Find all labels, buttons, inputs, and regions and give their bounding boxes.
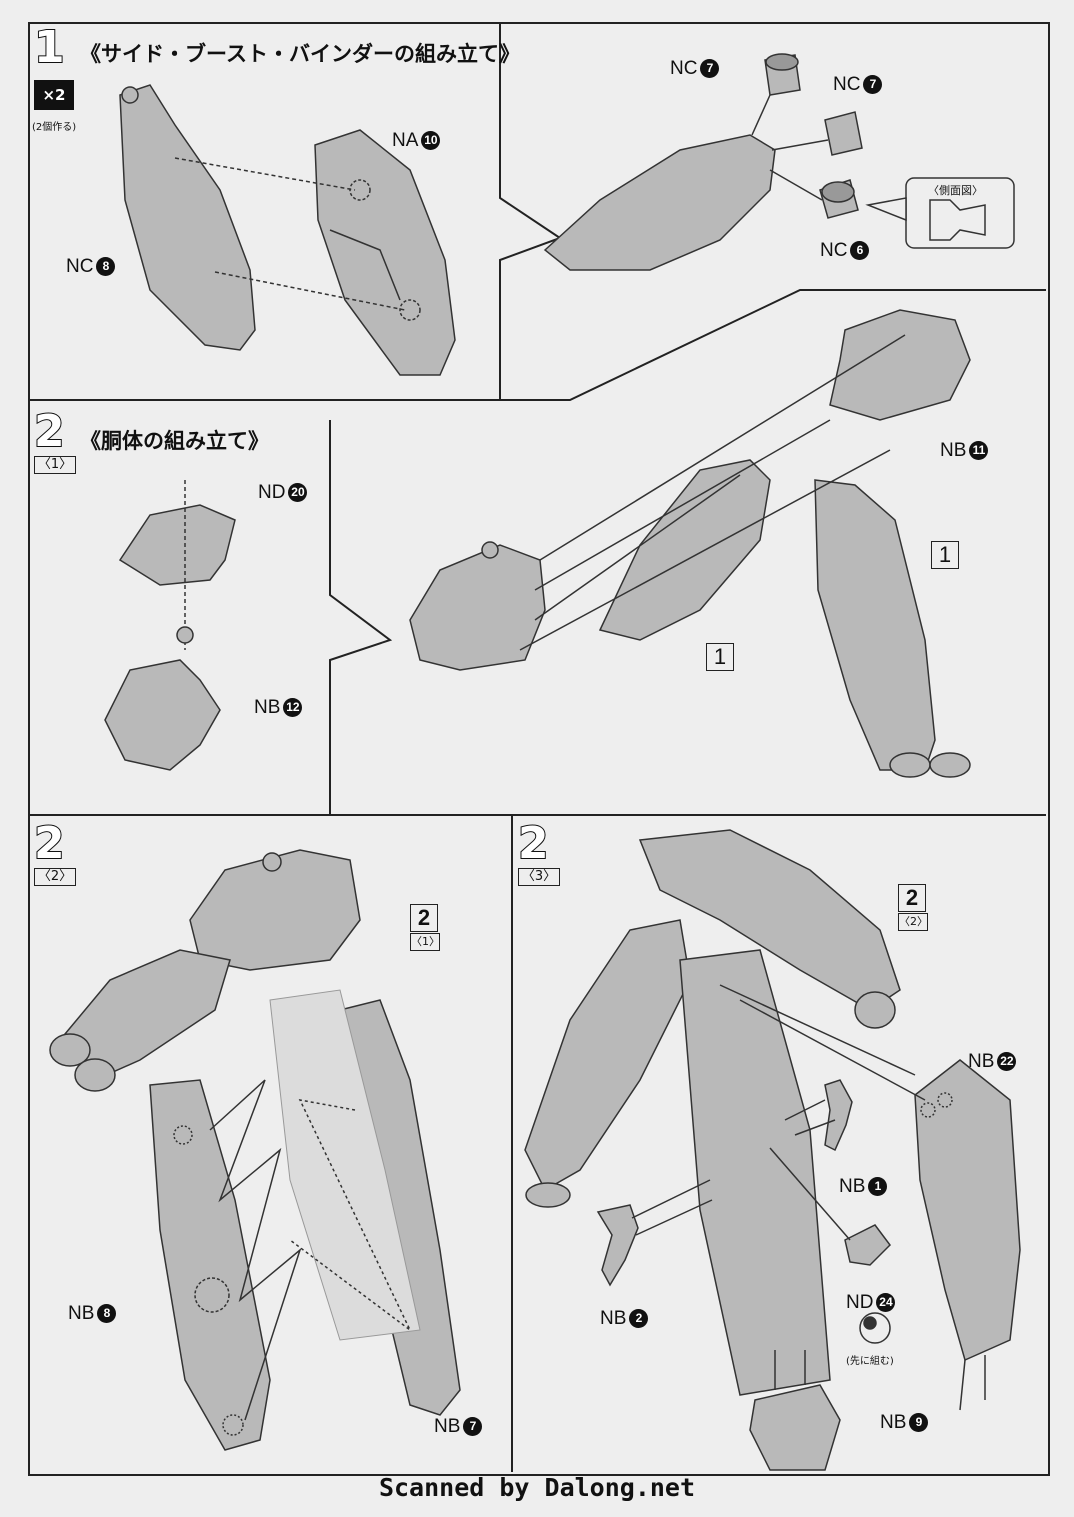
ref-box-step1-b: 1 [931, 541, 959, 569]
binder-assembled [543, 134, 776, 271]
step2-3-number: 2 [517, 818, 550, 869]
nc8-part [119, 84, 256, 351]
nb12-part [104, 659, 221, 771]
step1-number: 1 [33, 22, 66, 73]
binder-right [814, 479, 936, 771]
nc7-nozzle-b [824, 111, 863, 156]
ref-step2-1-number: 2 [410, 904, 438, 932]
nd20-part [118, 504, 236, 586]
step2-1-title: 《胴体の組み立て》 [80, 429, 269, 453]
step2-2-sub: 〈2〉 [34, 868, 76, 886]
ref-step2-2-sub: 〈2〉 [898, 913, 928, 931]
nb11-part [829, 309, 971, 421]
torso-part [409, 544, 546, 671]
nb9-part [749, 1384, 841, 1471]
binder-left [598, 459, 771, 641]
step1-title: 《サイド・ブースト・バインダーの組み立て》 [80, 42, 520, 66]
step2-1-number: 2 [33, 406, 66, 457]
nb8-part [149, 1079, 271, 1451]
step2-1-sub: 〈1〉 [34, 456, 76, 474]
scan-credit: Scanned by Dalong.net [378, 1473, 696, 1502]
leg-center [679, 949, 831, 1396]
nd24-part [844, 1224, 891, 1266]
multiplier-note: (2個作る) [32, 122, 77, 133]
side-view-caption: 〈側面図〉 [928, 184, 983, 197]
ref-step2-1-sub: 〈1〉 [410, 933, 440, 951]
step2-2-number: 2 [33, 818, 66, 869]
multiplier-badge: ×2 [34, 80, 74, 110]
nb2-part [596, 1204, 639, 1287]
instruction-page-frame [28, 22, 1050, 1476]
step2-3-sub: 〈3〉 [518, 868, 560, 886]
pre-assemble-note: (先に組む) [846, 1356, 894, 1367]
nb22-part [914, 1059, 1021, 1362]
na10-part [314, 129, 456, 376]
ref-box-step1-a: 1 [706, 643, 734, 671]
ref-step2-2-number: 2 [898, 884, 926, 912]
nb1-part [824, 1079, 853, 1152]
